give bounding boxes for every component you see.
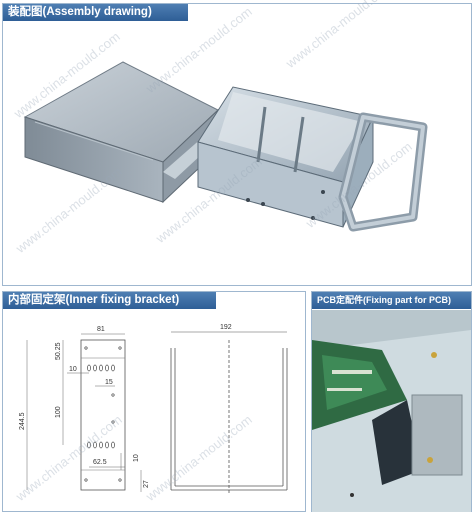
dim-10-b: 10: [133, 454, 140, 462]
dim-50-25: 50.25: [55, 342, 62, 360]
assembly-header: 装配图(Assembly drawing): [3, 4, 188, 21]
pcb-header: PCB定配件(Fixing part for PCB): [312, 292, 471, 309]
dim-15: 15: [105, 379, 113, 386]
dim-244-5: 244.5: [19, 412, 26, 430]
pcb-panel: PCB定配件(Fixing part for PCB): [311, 291, 472, 512]
assembly-title: 装配图(Assembly drawing): [8, 6, 152, 18]
dim-62-5: 62.5: [93, 459, 107, 466]
assembly-panel: 装配图(Assembly drawing): [2, 0, 472, 286]
dim-81: 81: [97, 326, 105, 333]
handle: [338, 112, 428, 232]
dim-100: 100: [55, 406, 62, 418]
assembly-illustration: [23, 61, 428, 232]
inner-bracket-panel: 内部固定架(Inner fixing bracket) 81 50.25 10 …: [2, 291, 306, 512]
inner-bracket-title: 内部固定架(Inner fixing bracket): [8, 294, 180, 306]
bracket-drawing: 81 50.25 10 15 100 244.5 62.5 10 27 192: [19, 324, 288, 494]
dim-192: 192: [220, 324, 232, 331]
pcb-title: PCB定配件(Fixing part for PCB): [317, 295, 451, 305]
inner-bracket: [197, 86, 374, 228]
dim-27: 27: [143, 480, 150, 488]
pcb-photo: [312, 310, 471, 512]
dim-10-a: 10: [69, 366, 77, 373]
enclosure-box: [23, 61, 219, 204]
inner-bracket-header: 内部固定架(Inner fixing bracket): [3, 292, 216, 309]
